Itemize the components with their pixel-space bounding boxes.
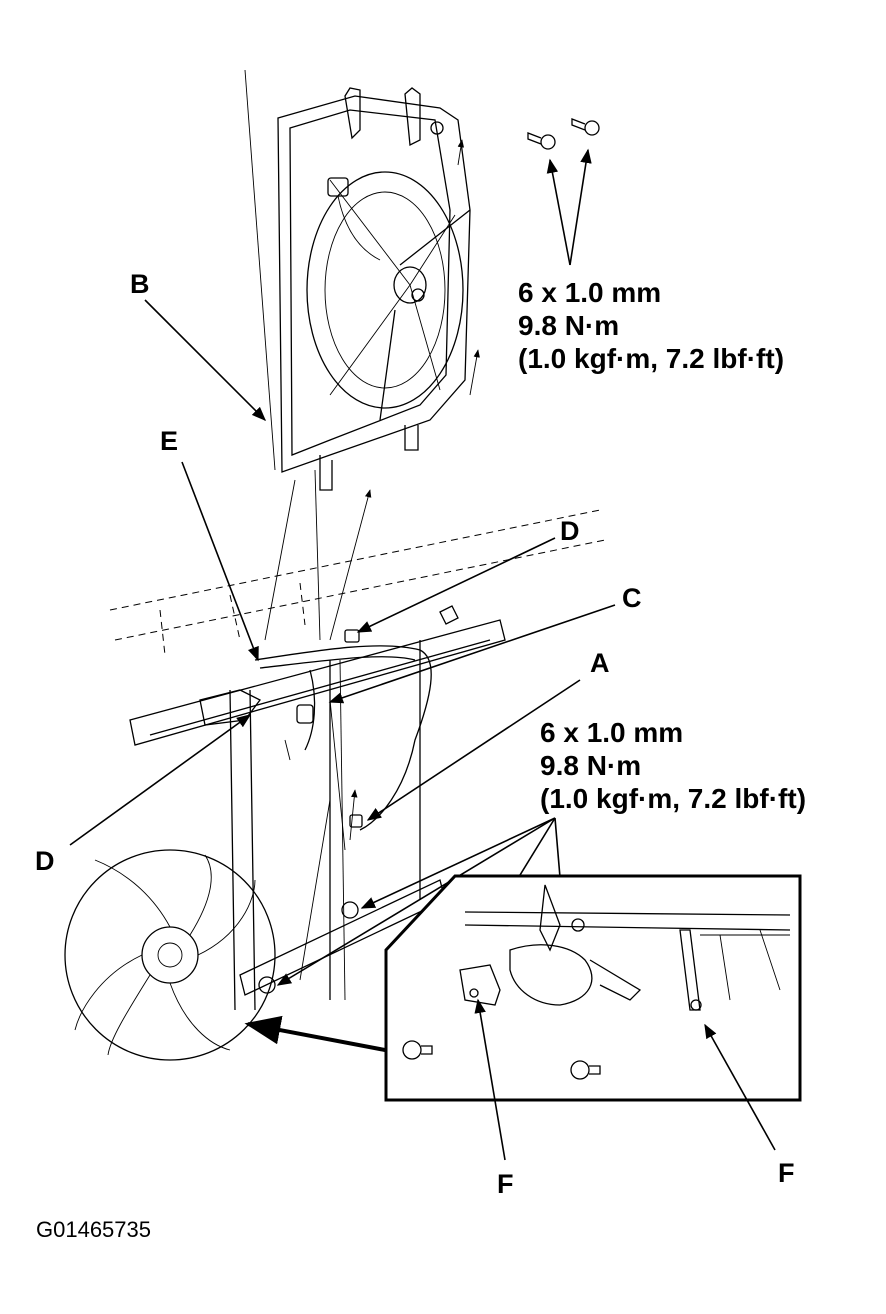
callout-d-lower: D	[35, 846, 55, 876]
fan-shroud-assembly	[277, 87, 480, 491]
upper-bolts	[527, 118, 600, 266]
callout-f-right: F	[778, 1158, 795, 1188]
callout-a: A	[590, 648, 610, 678]
callout-e: E	[160, 426, 178, 456]
bolt-icon	[570, 1060, 601, 1080]
upper-spec-torque-alt: (1.0 kgf·m, 7.2 lbf·ft)	[518, 343, 784, 374]
lower-spec-torque-alt: (1.0 kgf·m, 7.2 lbf·ft)	[540, 783, 806, 814]
lower-spec-torque: 9.8 N·m	[540, 750, 641, 781]
callout-d-upper: D	[560, 516, 580, 546]
figure-id: G01465735	[36, 1217, 151, 1242]
upper-spec-torque: 9.8 N·m	[518, 310, 619, 341]
lower-spec-size: 6 x 1.0 mm	[540, 717, 683, 748]
bolt-icon	[571, 118, 600, 136]
callout-b: B	[130, 269, 150, 299]
callout-f-left: F	[497, 1169, 514, 1199]
radiator-fan	[64, 849, 276, 1061]
detail-inset	[384, 874, 802, 1161]
bolt-icon	[527, 132, 556, 150]
upper-spec-size: 6 x 1.0 mm	[518, 277, 661, 308]
callout-c: C	[622, 583, 642, 613]
bolt-icon	[402, 1040, 433, 1060]
radiator-assembly	[64, 69, 606, 1061]
